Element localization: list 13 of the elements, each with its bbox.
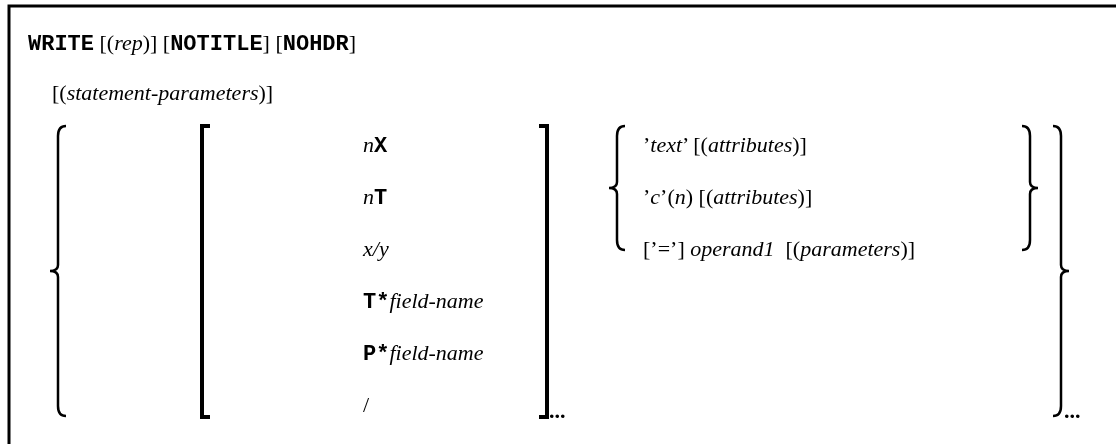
- repeat-ellipsis: ...: [1064, 398, 1081, 424]
- syntax-text: [’=’] operand1 [(parameters)]: [643, 236, 916, 262]
- syntax-text: ’c’(n) [(attributes)]: [643, 184, 813, 210]
- syntax-text: P*field-name: [363, 340, 484, 368]
- syntax-text: nX: [363, 132, 388, 160]
- repeat-ellipsis: ...: [549, 398, 566, 424]
- syntax-text: [(statement-parameters)]: [52, 80, 274, 106]
- syntax-text: T*field-name: [363, 288, 484, 316]
- syntax-text: ’text’ [(attributes)]: [643, 132, 807, 158]
- syntax-text: /: [363, 392, 370, 418]
- syntax-text: x/y: [363, 236, 389, 262]
- syntax-text: WRITE [(rep)] [NOTITLE] [NOHDR]: [28, 30, 357, 58]
- syntax-text: nT: [363, 184, 388, 212]
